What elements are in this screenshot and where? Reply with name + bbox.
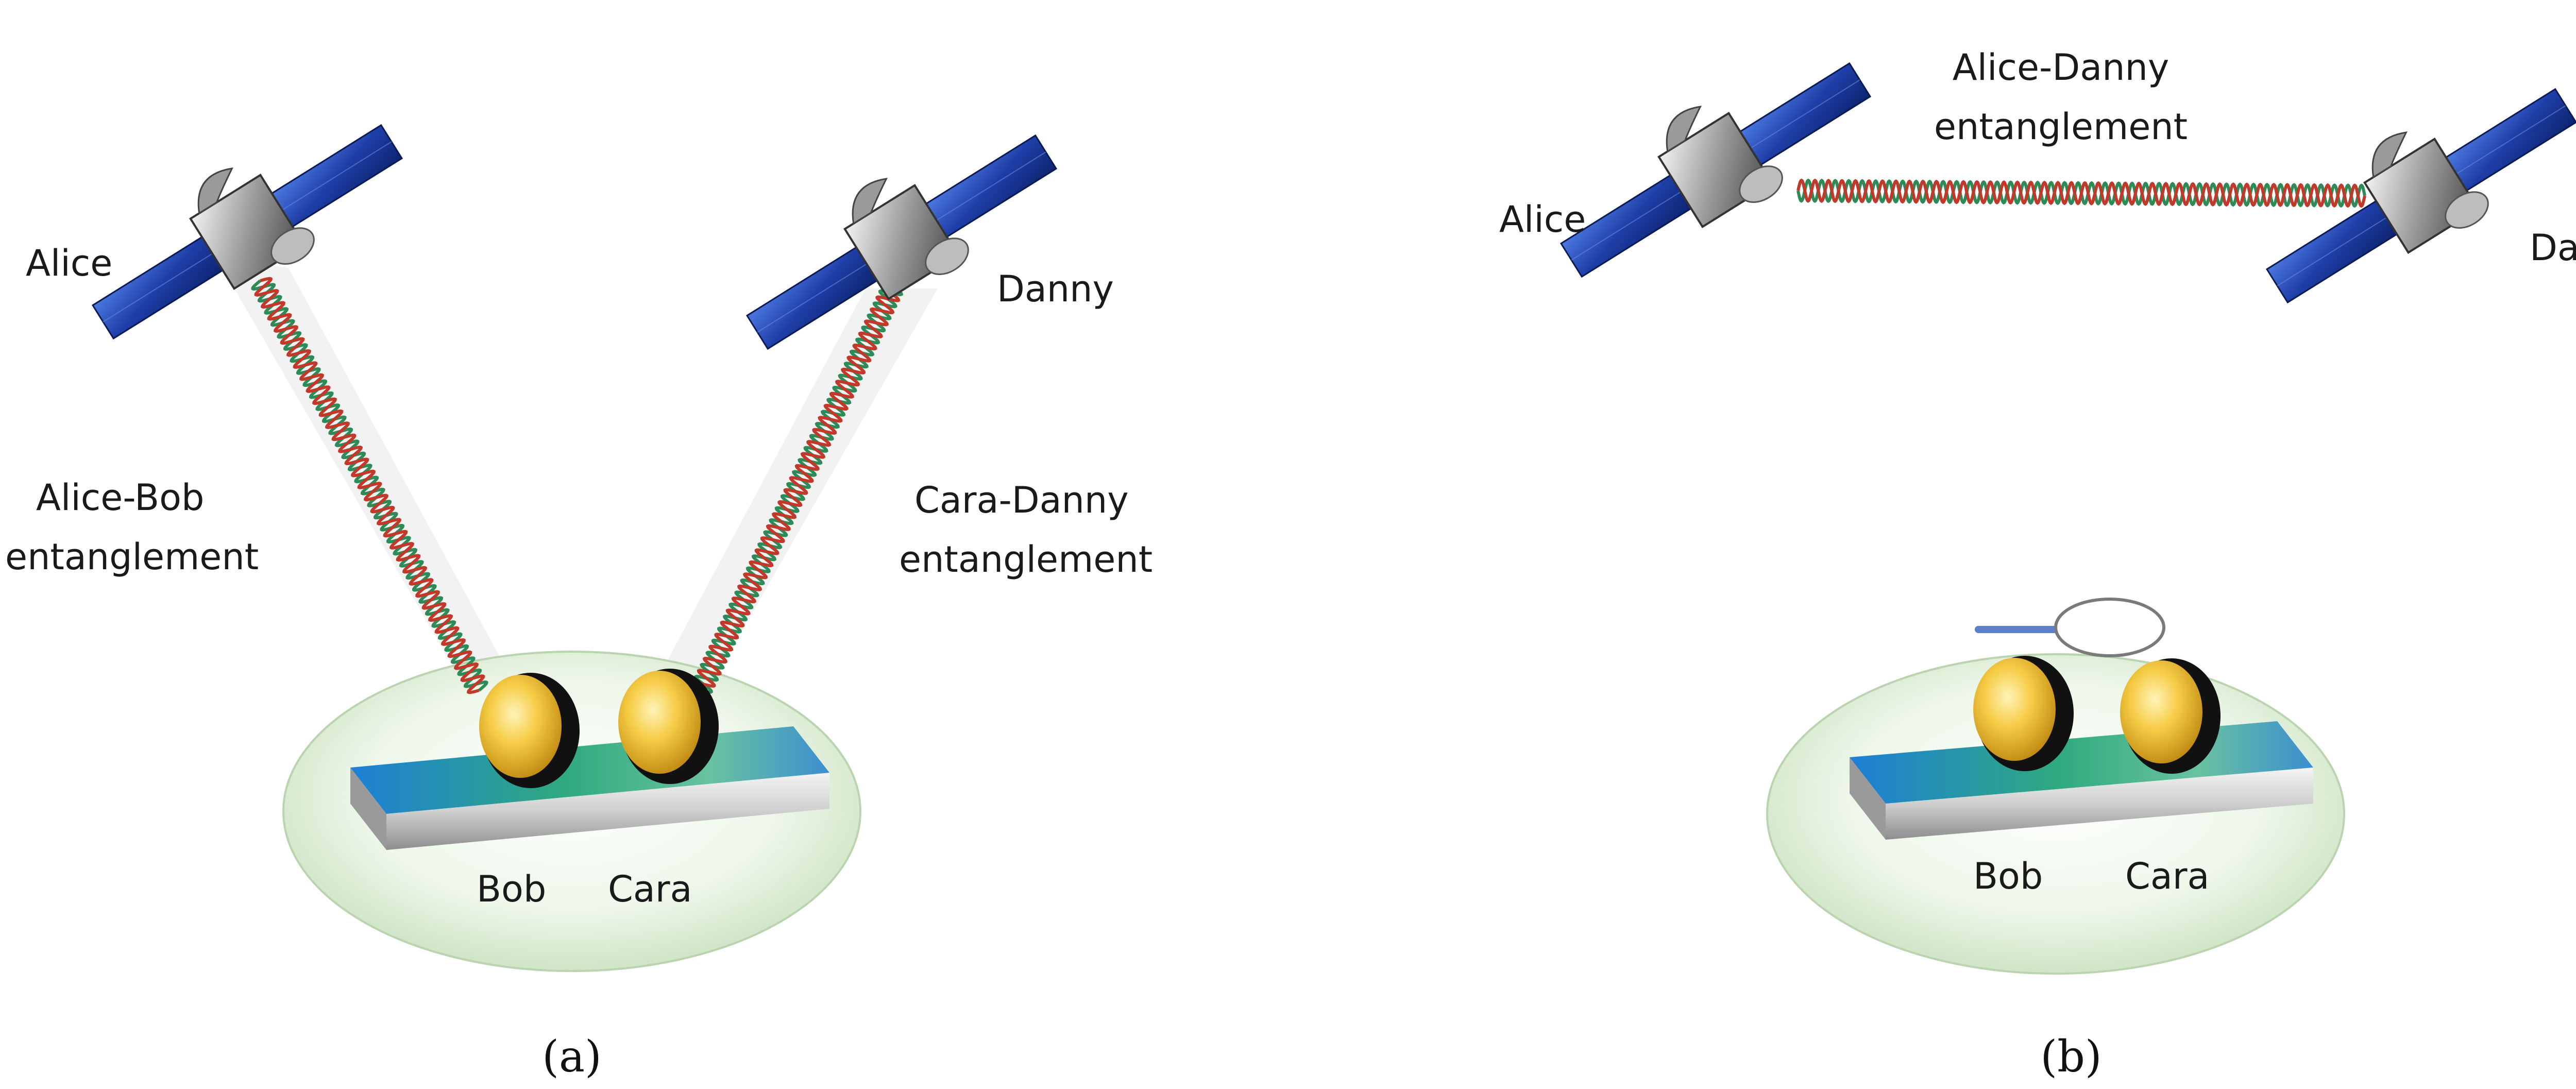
panel-caption-b: (b)	[2040, 1031, 2102, 1082]
entanglement-spring-icon	[251, 277, 488, 694]
beam-right	[654, 288, 938, 685]
entanglement-label-line2: entanglement	[5, 536, 259, 578]
entanglement-label-line2: entanglement	[1934, 106, 2188, 148]
magnifier-icon	[1975, 598, 2165, 657]
satellite-icon	[2265, 88, 2576, 304]
qubit-disk-icon	[1973, 656, 2074, 771]
qubit-disk-icon	[618, 669, 719, 784]
chip-label-bob: Bob	[477, 868, 546, 910]
chip-label-cara: Cara	[608, 868, 692, 910]
satellite-label-alice: Alice	[26, 242, 112, 284]
qubit-disk-icon	[2120, 658, 2221, 774]
satellite-label-danny: Danny	[2530, 227, 2576, 269]
satellite-label-alice: Alice	[1499, 198, 1586, 241]
panel-caption-a: (a)	[542, 1031, 602, 1082]
panel-a: Alice Danny Alice-Bob entanglement Cara-…	[5, 124, 1153, 1082]
chip-label-bob: Bob	[1973, 855, 2043, 897]
entanglement-spring-icon	[1797, 178, 2366, 208]
panel-b: Alice Danny Alice-Danny entanglement Bob…	[1499, 46, 2576, 1082]
entanglement-label-line1: Alice-Bob	[36, 477, 204, 519]
satellite-icon	[1560, 62, 1872, 278]
entanglement-spring-icon	[691, 277, 906, 694]
entanglement-label-line1: Alice-Danny	[1953, 46, 2170, 89]
spring-strand	[1797, 178, 2366, 208]
spring-strand	[691, 279, 906, 692]
satellite-icon	[745, 134, 1058, 350]
satellite-icon	[91, 124, 403, 340]
qubit-disk-icon	[479, 673, 580, 788]
spring-strand	[254, 277, 485, 694]
entanglement-label-line1: Cara-Danny	[914, 479, 1129, 521]
satellite-label-danny: Danny	[997, 268, 1114, 310]
entanglement-label-line2: entanglement	[899, 538, 1153, 581]
chip-label-cara: Cara	[2125, 855, 2209, 897]
